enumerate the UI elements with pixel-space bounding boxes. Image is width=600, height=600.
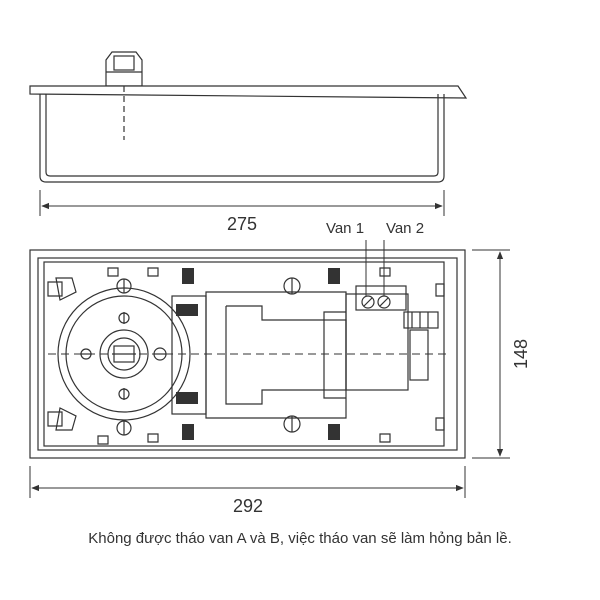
cover-plate	[29, 85, 468, 99]
fixing-blocks	[176, 268, 340, 440]
valve-block	[345, 285, 439, 391]
dimension-275	[39, 190, 445, 216]
valve-1-label: Van 1	[326, 220, 364, 237]
housing-body	[39, 94, 445, 183]
dimension-292	[29, 466, 466, 498]
valve-2-label: Van 2	[386, 220, 424, 237]
dimension-292-label: 292	[233, 496, 263, 516]
plan-view	[29, 240, 466, 459]
mounting-screws	[116, 277, 301, 436]
dimension-275-label: 275	[227, 214, 257, 234]
dimension-148	[472, 249, 510, 459]
dimension-148-label: 148	[511, 339, 531, 369]
warning-caption: Không được tháo van A và B, việc tháo va…	[88, 530, 512, 547]
side-view	[29, 51, 468, 183]
